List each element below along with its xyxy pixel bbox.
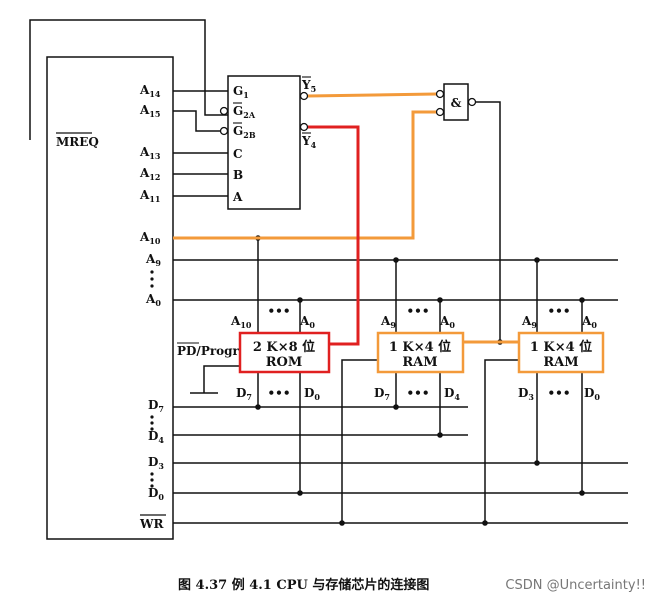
ram1-a0-pin-label: A0 <box>439 314 455 330</box>
rom-d0-pin-label: D0 <box>304 386 320 402</box>
gate-in1-bubble <box>435 89 445 99</box>
rom-pd-progr-label: PD/Progr <box>177 344 240 358</box>
rom-top-ellipsis: ••• <box>267 304 290 318</box>
decoder-g1-label: G1 <box>233 84 249 100</box>
junction-dot <box>482 520 488 526</box>
cpu-address-vertical-ellipsis <box>150 270 154 288</box>
junction-dot <box>579 297 585 303</box>
ram2-d0-pin-label: D0 <box>584 386 600 402</box>
gate-out-bubble <box>467 97 477 107</box>
ram2-chip-type: RAM <box>543 355 578 370</box>
rom-chip-capacity: 2 K×8 位 <box>253 339 315 355</box>
ram2-a9-pin-label: A9 <box>521 314 537 330</box>
nand-gate-symbol: & <box>451 96 462 110</box>
decoder-y5-label: Y5 <box>301 78 316 94</box>
junction-dots <box>255 235 585 526</box>
rom-d7-pin-label: D7 <box>236 386 252 402</box>
cpu-d0-label: D0 <box>148 486 164 502</box>
junction-dot <box>297 490 303 496</box>
ram2-chip: 1 K×4 位 RAM <box>517 331 605 374</box>
ram2-d3-pin-label: D3 <box>518 386 534 402</box>
decoder-g2b-label: G2B <box>233 124 256 140</box>
ram1-a9-pin-label: A9 <box>380 314 396 330</box>
junction-dot <box>339 520 345 526</box>
gate-output-wire <box>472 101 501 342</box>
decoder-g2a-label: G2A <box>233 104 256 120</box>
cpu-d7-label: D7 <box>148 398 164 414</box>
rom-chip-border <box>238 331 331 374</box>
junction-dot <box>534 460 540 466</box>
g2a-bubble <box>219 106 229 116</box>
cpu-block <box>46 56 174 540</box>
mreq-loop-wire <box>29 19 228 140</box>
cpu-a12-label: A12 <box>139 166 160 182</box>
ram2-bottom-ellipsis: ••• <box>547 386 570 400</box>
cpu-a0-label: A0 <box>145 292 161 308</box>
ram2-top-ellipsis: ••• <box>547 304 570 318</box>
junction-dot <box>437 432 443 438</box>
junction-dot <box>579 490 585 496</box>
junction-dot <box>437 297 443 303</box>
junction-dot <box>297 297 303 303</box>
mreq-label: MREQ <box>56 135 99 149</box>
decoder-c-label: C <box>233 147 243 161</box>
y4-rom-cs-path <box>308 125 360 346</box>
cpu-a11-label: A11 <box>139 188 160 204</box>
wr-label: WR <box>139 517 164 531</box>
ram1-chip: 1 K×4 位 RAM <box>376 331 465 374</box>
ram1-top-ellipsis: ••• <box>406 304 429 318</box>
rom-chip-type: ROM <box>266 355 303 370</box>
cpu-a14-label: A14 <box>139 83 161 99</box>
decoder-block <box>227 75 301 210</box>
junction-dot <box>534 257 540 263</box>
figure-caption: 图 4.37 例 4.1 CPU 与存储芯片的连接图 <box>178 577 429 593</box>
inversion-bubbles <box>219 89 477 136</box>
ram2-a0-pin-label: A0 <box>581 314 597 330</box>
rom-pd-ground-wire <box>203 365 240 393</box>
a15-wire <box>173 110 228 132</box>
ram2-wr-tap <box>484 359 519 523</box>
gate-in2-bubble <box>435 107 445 117</box>
cpu-d3-label: D3 <box>148 455 164 471</box>
ram2-chip-border <box>517 331 605 374</box>
junction-dot <box>393 257 399 263</box>
y5-select-path <box>307 92 437 98</box>
ram1-chip-capacity: 1 K×4 位 <box>389 339 451 355</box>
cpu-a9-label: A9 <box>145 252 161 268</box>
rom-a10-pin-label: A10 <box>230 314 252 330</box>
csdn-watermark: CSDN @Uncertainty!! <box>505 578 646 593</box>
y4-bubble <box>299 122 309 132</box>
junction-dot <box>255 404 261 410</box>
ram2-chip-capacity: 1 K×4 位 <box>530 339 592 355</box>
ram1-bottom-ellipsis: ••• <box>406 386 429 400</box>
g2b-bubble <box>219 126 229 136</box>
junction-dot <box>393 404 399 410</box>
ram1-d7-pin-label: D7 <box>374 386 390 402</box>
cpu-a10-label: A10 <box>139 230 161 246</box>
cpu-data-vertical-ellipsis <box>150 415 154 488</box>
decoder-a-label: A <box>232 190 243 204</box>
ram1-chip-border <box>376 331 465 374</box>
cpu-d4-label: D4 <box>148 429 164 445</box>
ram1-chip-type: RAM <box>402 355 437 370</box>
ram1-wr-tap <box>341 359 378 523</box>
rom-a0-pin-label: A0 <box>299 314 315 330</box>
cpu-a13-label: A13 <box>139 145 161 161</box>
cpu-a15-label: A15 <box>139 103 160 119</box>
decoder-y4-label: Y4 <box>301 134 317 150</box>
y5-bubble <box>299 91 309 101</box>
rom-bottom-ellipsis: ••• <box>267 386 290 400</box>
a10-select-path <box>173 110 436 240</box>
ram1-d4-pin-label: D4 <box>444 386 460 402</box>
decoder-b-label: B <box>233 168 243 182</box>
rom-chip: 2 K×8 位 ROM <box>238 331 331 374</box>
